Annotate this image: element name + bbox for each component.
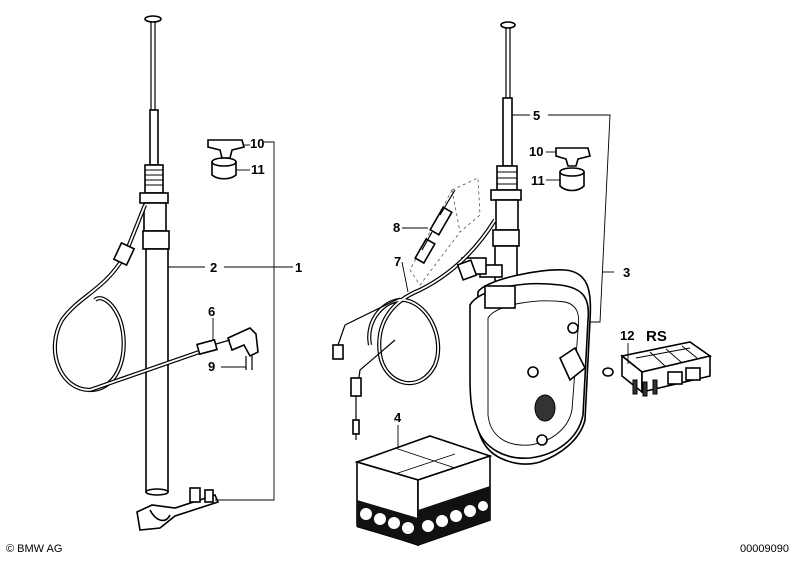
relay-connector bbox=[409, 177, 481, 286]
grommet-set-right bbox=[555, 147, 591, 192]
wiring-harness bbox=[332, 218, 497, 440]
diagram-number: 00009090 bbox=[740, 543, 789, 555]
antenna-cable bbox=[52, 204, 206, 393]
callout-8: 8 bbox=[393, 220, 400, 235]
callout-11-right: 11 bbox=[531, 173, 545, 188]
callout-2: 2 bbox=[210, 260, 217, 275]
callout-5: 5 bbox=[533, 108, 540, 123]
relay-unit bbox=[602, 341, 712, 397]
callout-1: 1 bbox=[295, 260, 302, 275]
callout-10-right: 10 bbox=[529, 144, 543, 159]
motor-housing bbox=[461, 257, 592, 465]
copyright-text: © BMW AG bbox=[6, 543, 62, 555]
mounting-bracket bbox=[136, 487, 220, 531]
parts-box bbox=[354, 435, 493, 547]
antenna-plug bbox=[196, 327, 259, 370]
callout-rs: RS bbox=[646, 328, 667, 345]
callout-9: 9 bbox=[208, 359, 215, 374]
callout-11-left: 11 bbox=[251, 162, 265, 177]
callout-12: 12 bbox=[620, 328, 634, 343]
power-antenna-mast bbox=[490, 21, 522, 297]
callout-4: 4 bbox=[394, 410, 402, 425]
callout-3: 3 bbox=[623, 265, 630, 280]
leader-lines bbox=[168, 114, 629, 501]
callout-7: 7 bbox=[394, 254, 401, 269]
callout-labels: 2 1 10 11 6 9 5 10 11 8 7 3 4 12 RS bbox=[208, 108, 667, 425]
grommet-set-left bbox=[207, 139, 245, 180]
callout-10-left: 10 bbox=[250, 136, 264, 151]
callout-6: 6 bbox=[208, 304, 215, 319]
manual-antenna bbox=[139, 15, 170, 496]
